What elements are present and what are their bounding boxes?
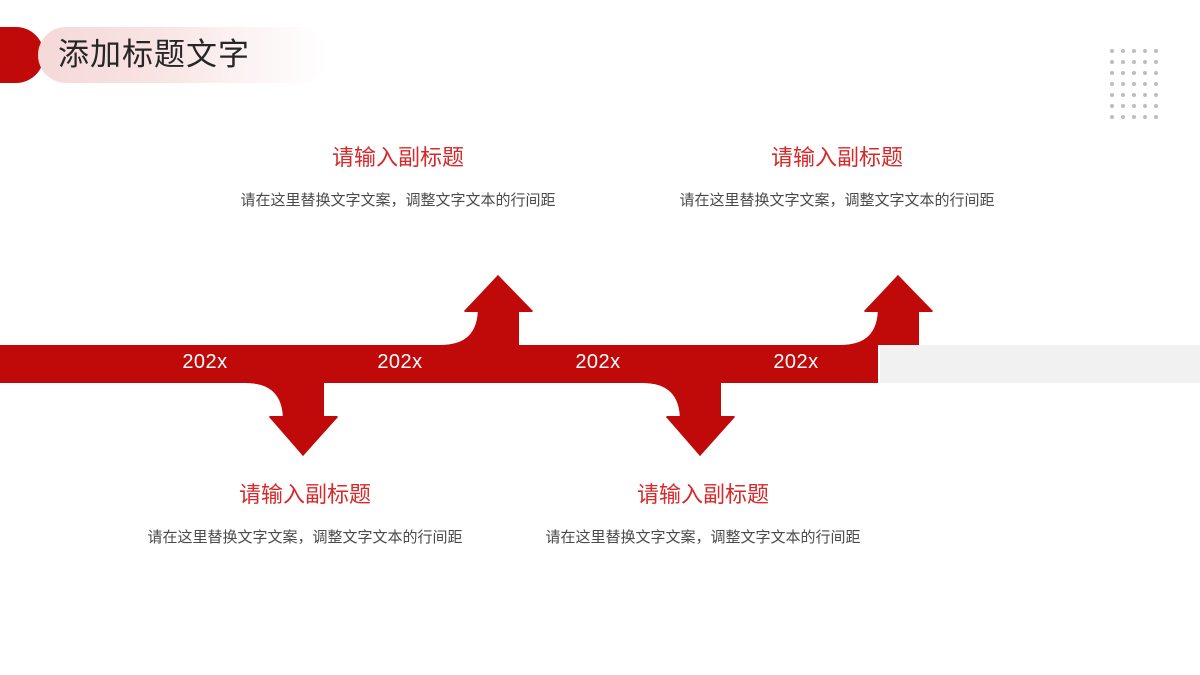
dot — [1110, 49, 1114, 53]
arrow-down-1-shaft — [246, 383, 324, 420]
content-block-body: 请在这里替换文字文案，调整文字文本的行间距 — [147, 528, 463, 546]
timeline-marker-label-3: 202x — [575, 351, 621, 373]
timeline-marker-label-2: 202x — [377, 351, 423, 373]
dot — [1132, 104, 1136, 108]
dot — [1143, 115, 1147, 119]
dot — [1132, 49, 1136, 53]
page-header: 添加标题文字 — [0, 27, 330, 83]
arrow-up-2-shaft — [841, 308, 919, 345]
dot — [1143, 49, 1147, 53]
dot — [1154, 60, 1158, 64]
arrow-down-2-shaft — [643, 383, 721, 420]
content-block-body: 请在这里替换文字文案，调整文字文本的行间距 — [679, 191, 995, 209]
dot — [1132, 60, 1136, 64]
content-block-title: 请输入副标题 — [238, 483, 371, 508]
dot — [1143, 93, 1147, 97]
dot — [1154, 71, 1158, 75]
arrow-up-1-shaft — [441, 308, 519, 345]
dot — [1110, 115, 1114, 119]
dot — [1121, 82, 1125, 86]
dot — [1154, 104, 1158, 108]
dot — [1121, 49, 1125, 53]
title-red-tab-decoration — [0, 27, 44, 83]
dot — [1121, 71, 1125, 75]
dot — [1110, 60, 1114, 64]
dot — [1154, 93, 1158, 97]
dot — [1121, 60, 1125, 64]
content-block-top-left: 请输入副标题 请在这里替换文字文案，调整文字文本的行间距 — [198, 145, 598, 214]
arrow-down-1-head — [269, 416, 338, 456]
page-title: 添加标题文字 — [58, 37, 250, 73]
title-pill-background — [38, 27, 328, 83]
arrow-down-2 — [643, 383, 735, 456]
timeline-marker-label-1: 202x — [182, 351, 228, 373]
content-block-bottom-left: 请输入副标题 请在这里替换文字文案，调整文字文本的行间距 — [105, 482, 505, 551]
dot — [1143, 104, 1147, 108]
dot — [1121, 104, 1125, 108]
content-block-title: 请输入副标题 — [636, 483, 769, 508]
dot — [1110, 82, 1114, 86]
arrow-down-2-head — [666, 416, 735, 456]
arrow-up-1-head — [464, 275, 533, 312]
arrow-down-1 — [246, 383, 338, 456]
dot — [1143, 82, 1147, 86]
content-block-body: 请在这里替换文字文案，调整文字文本的行间距 — [545, 528, 861, 546]
dot — [1132, 115, 1136, 119]
content-block-body: 请在这里替换文字文案，调整文字文本的行间距 — [240, 191, 556, 209]
dot — [1110, 93, 1114, 97]
dot — [1132, 71, 1136, 75]
dot — [1154, 115, 1158, 119]
dot — [1143, 71, 1147, 75]
timeline-track-tail — [880, 345, 1200, 383]
dot — [1143, 60, 1147, 64]
dot — [1154, 82, 1158, 86]
arrow-up-2-head — [864, 275, 933, 312]
dot — [1110, 104, 1114, 108]
dot — [1132, 93, 1136, 97]
content-block-title: 请输入副标题 — [331, 146, 464, 171]
content-block-bottom-right: 请输入副标题 请在这里替换文字文案，调整文字文本的行间距 — [503, 482, 903, 551]
dot-grid-decoration-icon — [1110, 49, 1165, 126]
dot — [1121, 115, 1125, 119]
arrow-up-2 — [841, 275, 933, 345]
content-block-top-right: 请输入副标题 请在这里替换文字文案，调整文字文本的行间距 — [637, 145, 1037, 214]
dot — [1132, 82, 1136, 86]
content-block-title: 请输入副标题 — [770, 146, 903, 171]
timeline-marker-label-4: 202x — [773, 351, 819, 373]
dot — [1121, 93, 1125, 97]
dot — [1110, 71, 1114, 75]
dot — [1154, 49, 1158, 53]
arrow-up-1 — [441, 275, 533, 345]
